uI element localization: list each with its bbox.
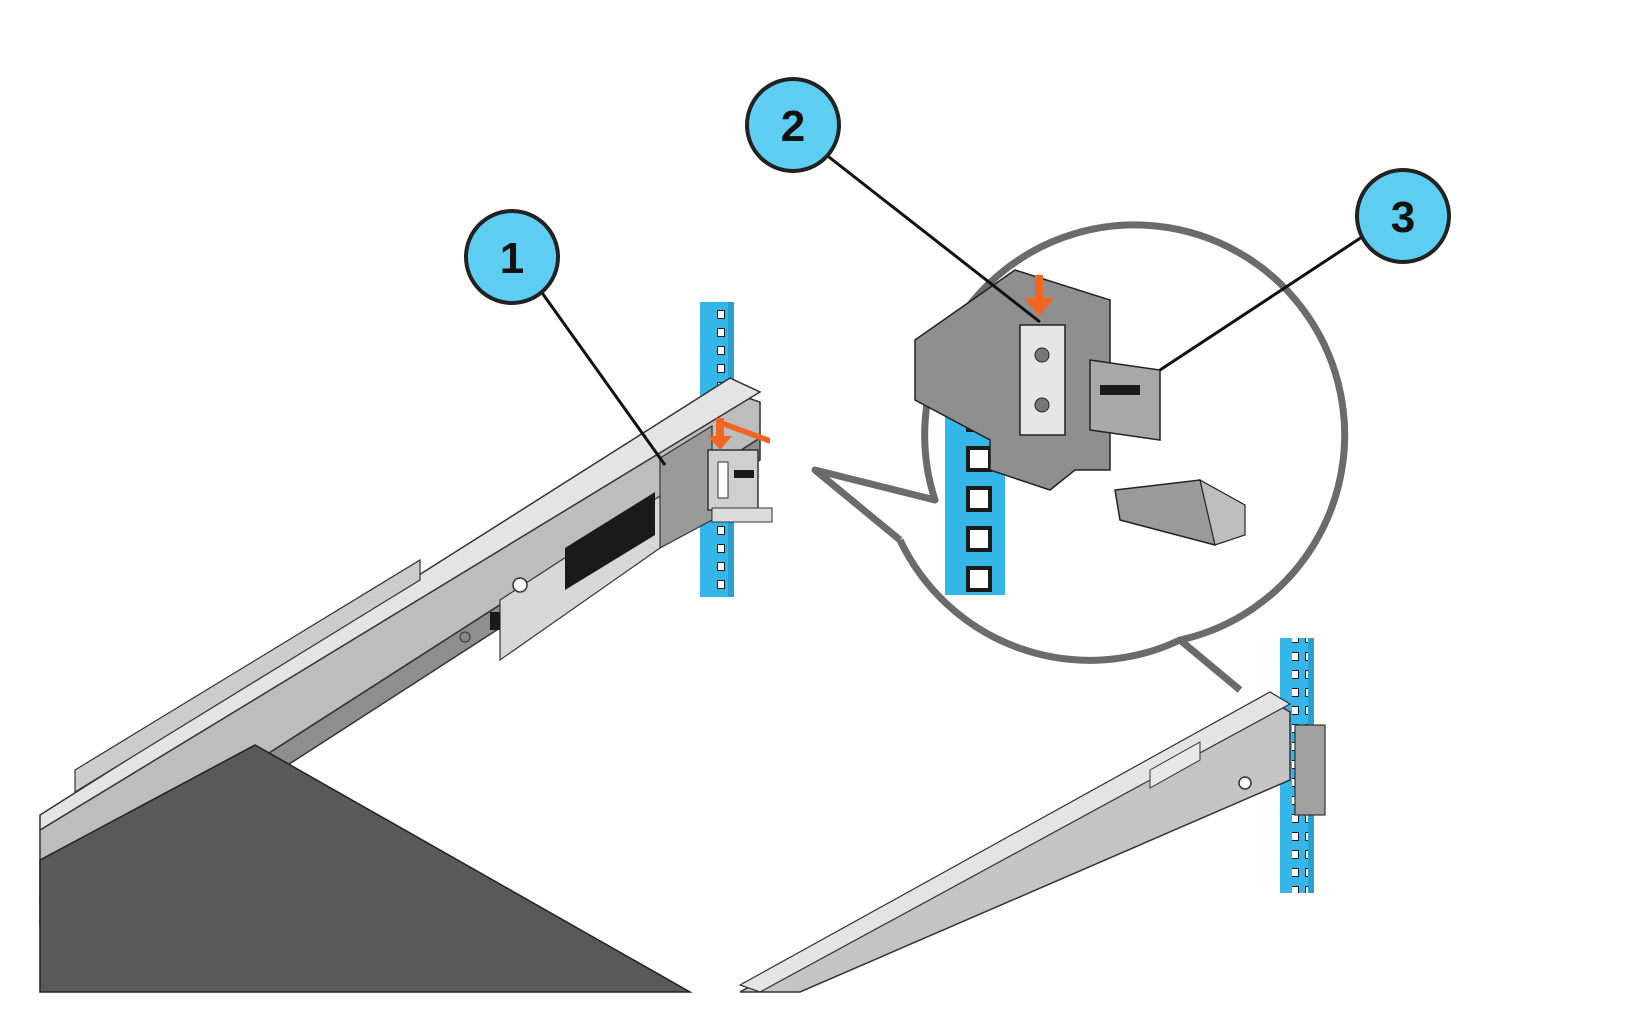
right-rail-assembly <box>738 638 1326 993</box>
callout-1-label: 1 <box>500 234 524 283</box>
leader-line-3 <box>1159 233 1366 372</box>
leader-line-2 <box>819 148 1041 324</box>
latch-screw-top <box>1034 347 1050 363</box>
latch-screw-bottom <box>1034 397 1050 413</box>
callout-3: 3 <box>1355 168 1451 264</box>
latch-plate <box>1019 324 1066 436</box>
server-chassis <box>39 744 693 993</box>
left-rail-assembly <box>39 302 773 993</box>
rail-slot-small <box>490 612 500 630</box>
rail-lower-guide <box>74 558 421 794</box>
rail-top-flange <box>39 377 762 832</box>
bracket-slot <box>1100 385 1140 395</box>
callout-2-label: 2 <box>781 102 805 151</box>
callout-3-label: 3 <box>1391 193 1415 242</box>
callout-2: 2 <box>745 77 841 173</box>
locating-pin-tip <box>1199 478 1246 546</box>
rail-screw-hole <box>512 577 528 593</box>
detail-magnifier <box>811 221 1349 693</box>
rail-slot <box>565 492 655 590</box>
leader-line-1 <box>538 289 667 466</box>
right-rail-top-flange <box>738 691 1292 993</box>
detail-push-arrow-icon <box>1024 275 1054 316</box>
right-rail-screw-hole <box>1238 776 1252 790</box>
callout-1: 1 <box>464 209 560 305</box>
push-arrow-icon <box>708 418 770 450</box>
rail-rivet <box>459 631 471 643</box>
rail-latch-icon <box>707 449 773 523</box>
bracket-flange <box>1089 359 1161 441</box>
right-rail-tab <box>1149 741 1201 789</box>
leader-lines <box>538 148 1366 466</box>
right-rail-bracket <box>1294 724 1326 816</box>
